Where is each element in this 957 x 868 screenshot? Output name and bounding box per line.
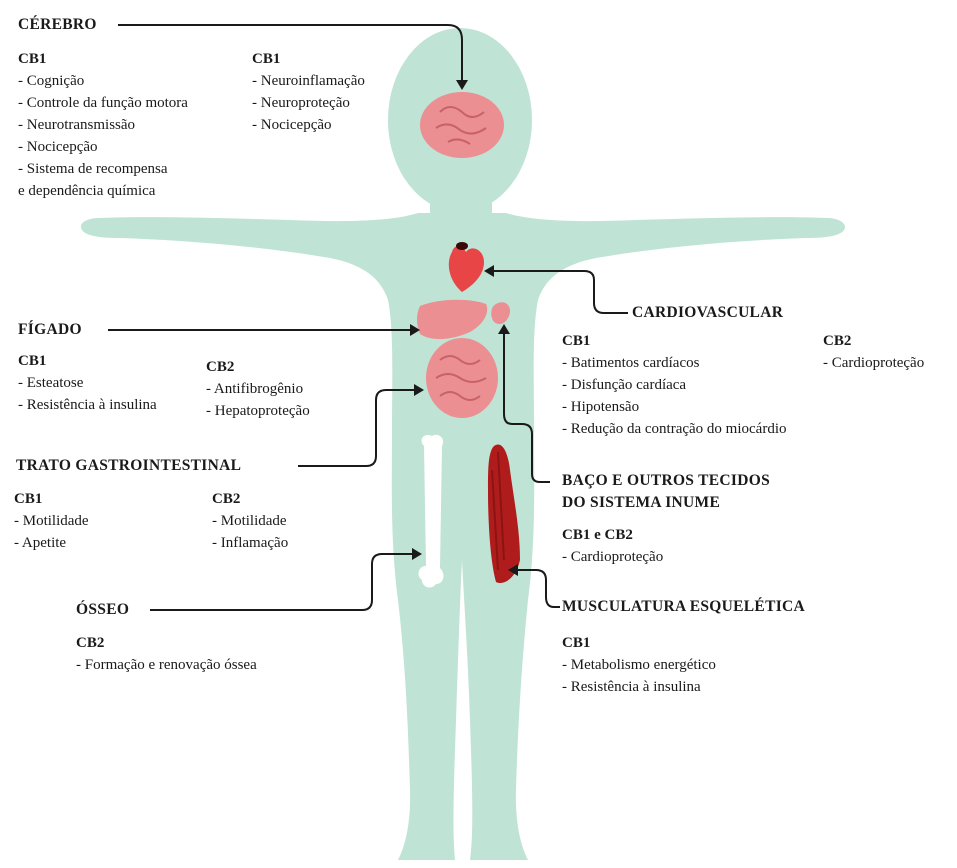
- cardio-heading: CARDIOVASCULAR: [632, 302, 783, 324]
- liver-cb1-item: - Resistência à insulina: [18, 394, 157, 416]
- cardio-cb1-item: - Hipotensão: [562, 396, 787, 418]
- cardio-cb1-item: - Redução da contração do miocárdio: [562, 418, 787, 440]
- gi-heading: TRATO GASTROINTESTINAL: [16, 455, 241, 477]
- spleen-cb-block: CB1 e CB2 - Cardioproteção: [562, 524, 663, 568]
- muscle-cb1-label: CB1: [562, 632, 716, 654]
- cardio-cb2-label: CB2: [823, 330, 924, 352]
- cardio-cb1-item: - Batimentos cardíacos: [562, 352, 787, 374]
- bone-cb2-label: CB2: [76, 632, 257, 654]
- brain-cb1-right-item: - Nocicepção: [252, 114, 365, 136]
- liver-cb2-item: - Hepatoproteção: [206, 400, 310, 422]
- brain-cb1-right-item: - Neuroproteção: [252, 92, 365, 114]
- gi-cb2-label: CB2: [212, 488, 288, 510]
- gi-cb1-label: CB1: [14, 488, 89, 510]
- heart-vessel: [456, 242, 468, 250]
- cardio-cb2-block: CB2 - Cardioproteção: [823, 330, 924, 374]
- liver-cb1-label: CB1: [18, 350, 157, 372]
- brain-cb1-right-item: - Neuroinflamação: [252, 70, 365, 92]
- brain-cb1-left-block: CB1 - Cognição - Controle da função moto…: [18, 48, 188, 202]
- liver-cb2-block: CB2 - Antifibrogênio - Hepatoproteção: [206, 356, 310, 422]
- gi-cb2-item: - Inflamação: [212, 532, 288, 554]
- brain-cb1-right-block: CB1 - Neuroinflamação - Neuroproteção - …: [252, 48, 365, 136]
- cardio-cb2-item: - Cardioproteção: [823, 352, 924, 374]
- liver-cb1-block: CB1 - Esteatose - Resistência à insulina: [18, 350, 157, 416]
- gi-cb1-block: CB1 - Motilidade - Apetite: [14, 488, 89, 554]
- brain-cb1-left-item: - Nocicepção: [18, 136, 188, 158]
- liver-cb1-item: - Esteatose: [18, 372, 157, 394]
- liver-heading: FÍGADO: [18, 319, 82, 341]
- brain-shape: [420, 92, 504, 158]
- bone-cb2-item: - Formação e renovação óssea: [76, 654, 257, 676]
- brain-cb1-left-label: CB1: [18, 48, 188, 70]
- spleen-heading-line2: DO SISTEMA INUME: [562, 492, 770, 514]
- brain-cb1-left-item: e dependência química: [18, 180, 188, 202]
- muscle-cb1-item: - Resistência à insulina: [562, 676, 716, 698]
- muscle-cb1-item: - Metabolismo energético: [562, 654, 716, 676]
- brain-cb1-left-item: - Neurotransmissão: [18, 114, 188, 136]
- liver-cb2-label: CB2: [206, 356, 310, 378]
- cardio-cb1-block: CB1 - Batimentos cardíacos - Disfunção c…: [562, 330, 787, 440]
- gi-cb1-item: - Apetite: [14, 532, 89, 554]
- liver-cb2-item: - Antifibrogênio: [206, 378, 310, 400]
- gi-cb1-item: - Motilidade: [14, 510, 89, 532]
- brain-heading: CÉREBRO: [18, 14, 97, 36]
- spleen-cb-label: CB1 e CB2: [562, 524, 663, 546]
- spleen-heading: BAÇO E OUTROS TECIDOS DO SISTEMA INUME: [562, 470, 770, 514]
- brain-cb1-left-item: - Controle da função motora: [18, 92, 188, 114]
- gi-cb2-block: CB2 - Motilidade - Inflamação: [212, 488, 288, 554]
- muscle-cb1-block: CB1 - Metabolismo energético - Resistênc…: [562, 632, 716, 698]
- muscle-heading: MUSCULATURA ESQUELÉTICA: [562, 596, 805, 618]
- cardio-cb1-item: - Disfunção cardíaca: [562, 374, 787, 396]
- gi-cb2-item: - Motilidade: [212, 510, 288, 532]
- cardio-cb1-label: CB1: [562, 330, 787, 352]
- bone-cb2-block: CB2 - Formação e renovação óssea: [76, 632, 257, 676]
- bone-connector: [150, 554, 418, 610]
- brain-organ: [420, 92, 504, 158]
- spleen-cb-item: - Cardioproteção: [562, 546, 663, 568]
- intestine-organ: [426, 338, 498, 418]
- spleen-heading-line1: BAÇO E OUTROS TECIDOS: [562, 470, 770, 492]
- bone-heading: ÓSSEO: [76, 599, 129, 621]
- brain-cb1-left-item: - Cognição: [18, 70, 188, 92]
- brain-cb1-right-label: CB1: [252, 48, 365, 70]
- brain-cb1-left-item: - Sistema de recompensa: [18, 158, 188, 180]
